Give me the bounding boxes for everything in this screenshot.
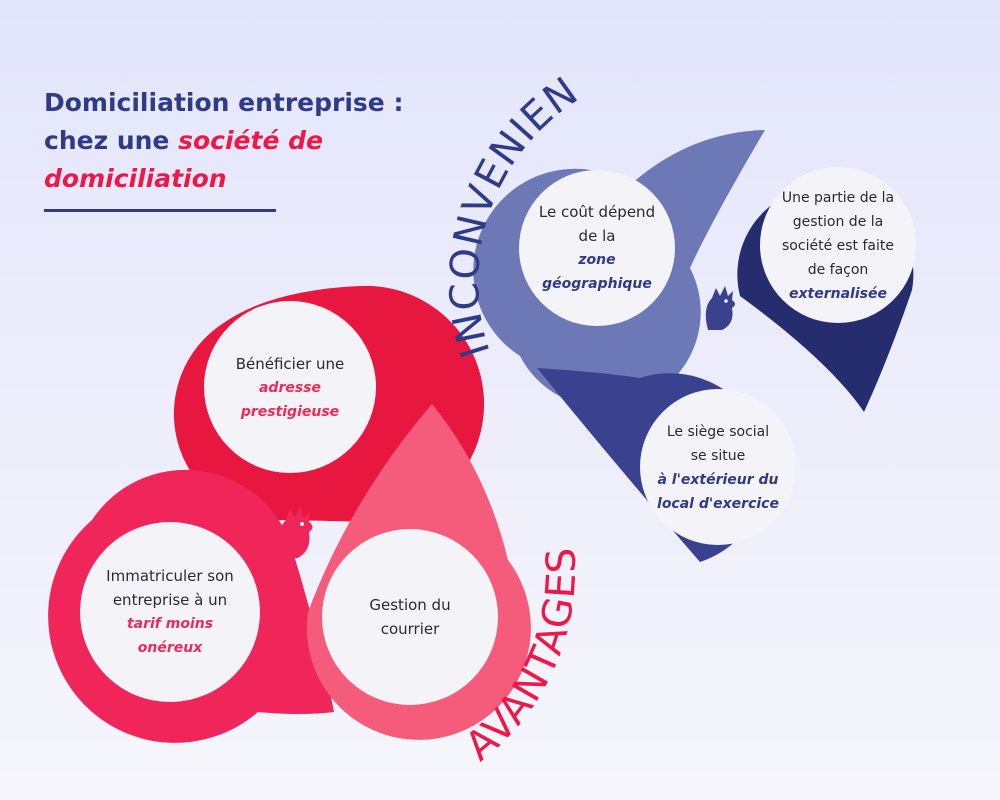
title-line-2-prefix: chez une — [44, 126, 179, 155]
title-line-2: chez une société de — [44, 122, 464, 160]
inconvenient-cost-emphasis: zone géographique — [542, 252, 652, 292]
inconvenient-management-text: Une partie de la gestion de la société e… — [768, 186, 908, 306]
title-line-1: Domiciliation entreprise : — [44, 88, 404, 117]
avantage-registration-text: Immatriculer son entreprise à un tarif m… — [92, 560, 248, 664]
title-line-3: domiciliation — [44, 160, 464, 198]
page-title: Domiciliation entreprise : chez une soci… — [44, 84, 464, 198]
inconvenients-group — [473, 130, 916, 562]
avantage-address-text: Bénéficier une adresse prestigieuse — [215, 350, 365, 426]
avantage-circle-registration — [80, 522, 260, 702]
inconvenient-management-emphasis: externalisée — [789, 286, 887, 302]
avantage-registration-plain: Immatriculer son entreprise à un — [106, 567, 234, 609]
avantage-address-emphasis: adresse prestigieuse — [240, 380, 340, 420]
title-line-3-accent: domiciliation — [44, 164, 227, 193]
inconvenient-location-text: Le siège social se situe à l'extérieur d… — [643, 412, 793, 524]
avantages-group — [48, 285, 531, 743]
avantage-registration-emphasis: tarif moins onéreux — [126, 616, 214, 656]
avantage-mail-text: Gestion du courrier — [342, 590, 478, 644]
avantage-circle-mail — [322, 529, 498, 705]
inconvenient-management-plain: Une partie de la gestion de la société e… — [781, 190, 895, 278]
inconvenient-cost-plain: Le coût dépend de la — [538, 203, 656, 245]
title-line-2-accent: société de — [178, 126, 323, 155]
avantage-address-plain: Bénéficier une — [235, 355, 345, 373]
inconvenient-circle-management — [760, 167, 916, 323]
avantage-circle-address — [204, 301, 376, 473]
avantage-mail-plain: Gestion du courrier — [369, 596, 451, 638]
rooster-icon — [278, 506, 313, 558]
title-underline — [44, 209, 276, 212]
inconvenient-location-emphasis: à l'extérieur du local d'exercice — [657, 472, 779, 512]
inconvenient-circle-cost — [519, 170, 675, 326]
inconvenient-cost-text: Le coût dépend de la zone géographique — [522, 198, 672, 298]
inconvenient-circle-location — [640, 389, 796, 545]
inconvenient-location-plain: Le siège social se situe — [666, 424, 770, 464]
rooster-icon — [705, 286, 735, 330]
